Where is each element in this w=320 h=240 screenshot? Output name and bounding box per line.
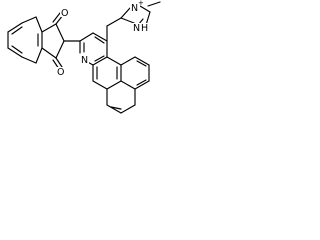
indanedione-fragment [7, 12, 65, 70]
benzoquinoline-fragment [63, 17, 150, 114]
imidazole-h-label: H [141, 23, 148, 34]
imidazolium-fragment [120, 1, 161, 26]
positive-charge-label: + [138, 0, 144, 7]
chemical-structure: O O N N + N H [7, 0, 161, 114]
oxygen-label-bottom: O [57, 67, 64, 78]
imidazole-n-plus-label: N [131, 3, 138, 14]
oxygen-label-top: O [61, 8, 68, 19]
ring-nitrogen-label: N [81, 55, 88, 66]
imidazole-nh-label: N [133, 23, 140, 34]
